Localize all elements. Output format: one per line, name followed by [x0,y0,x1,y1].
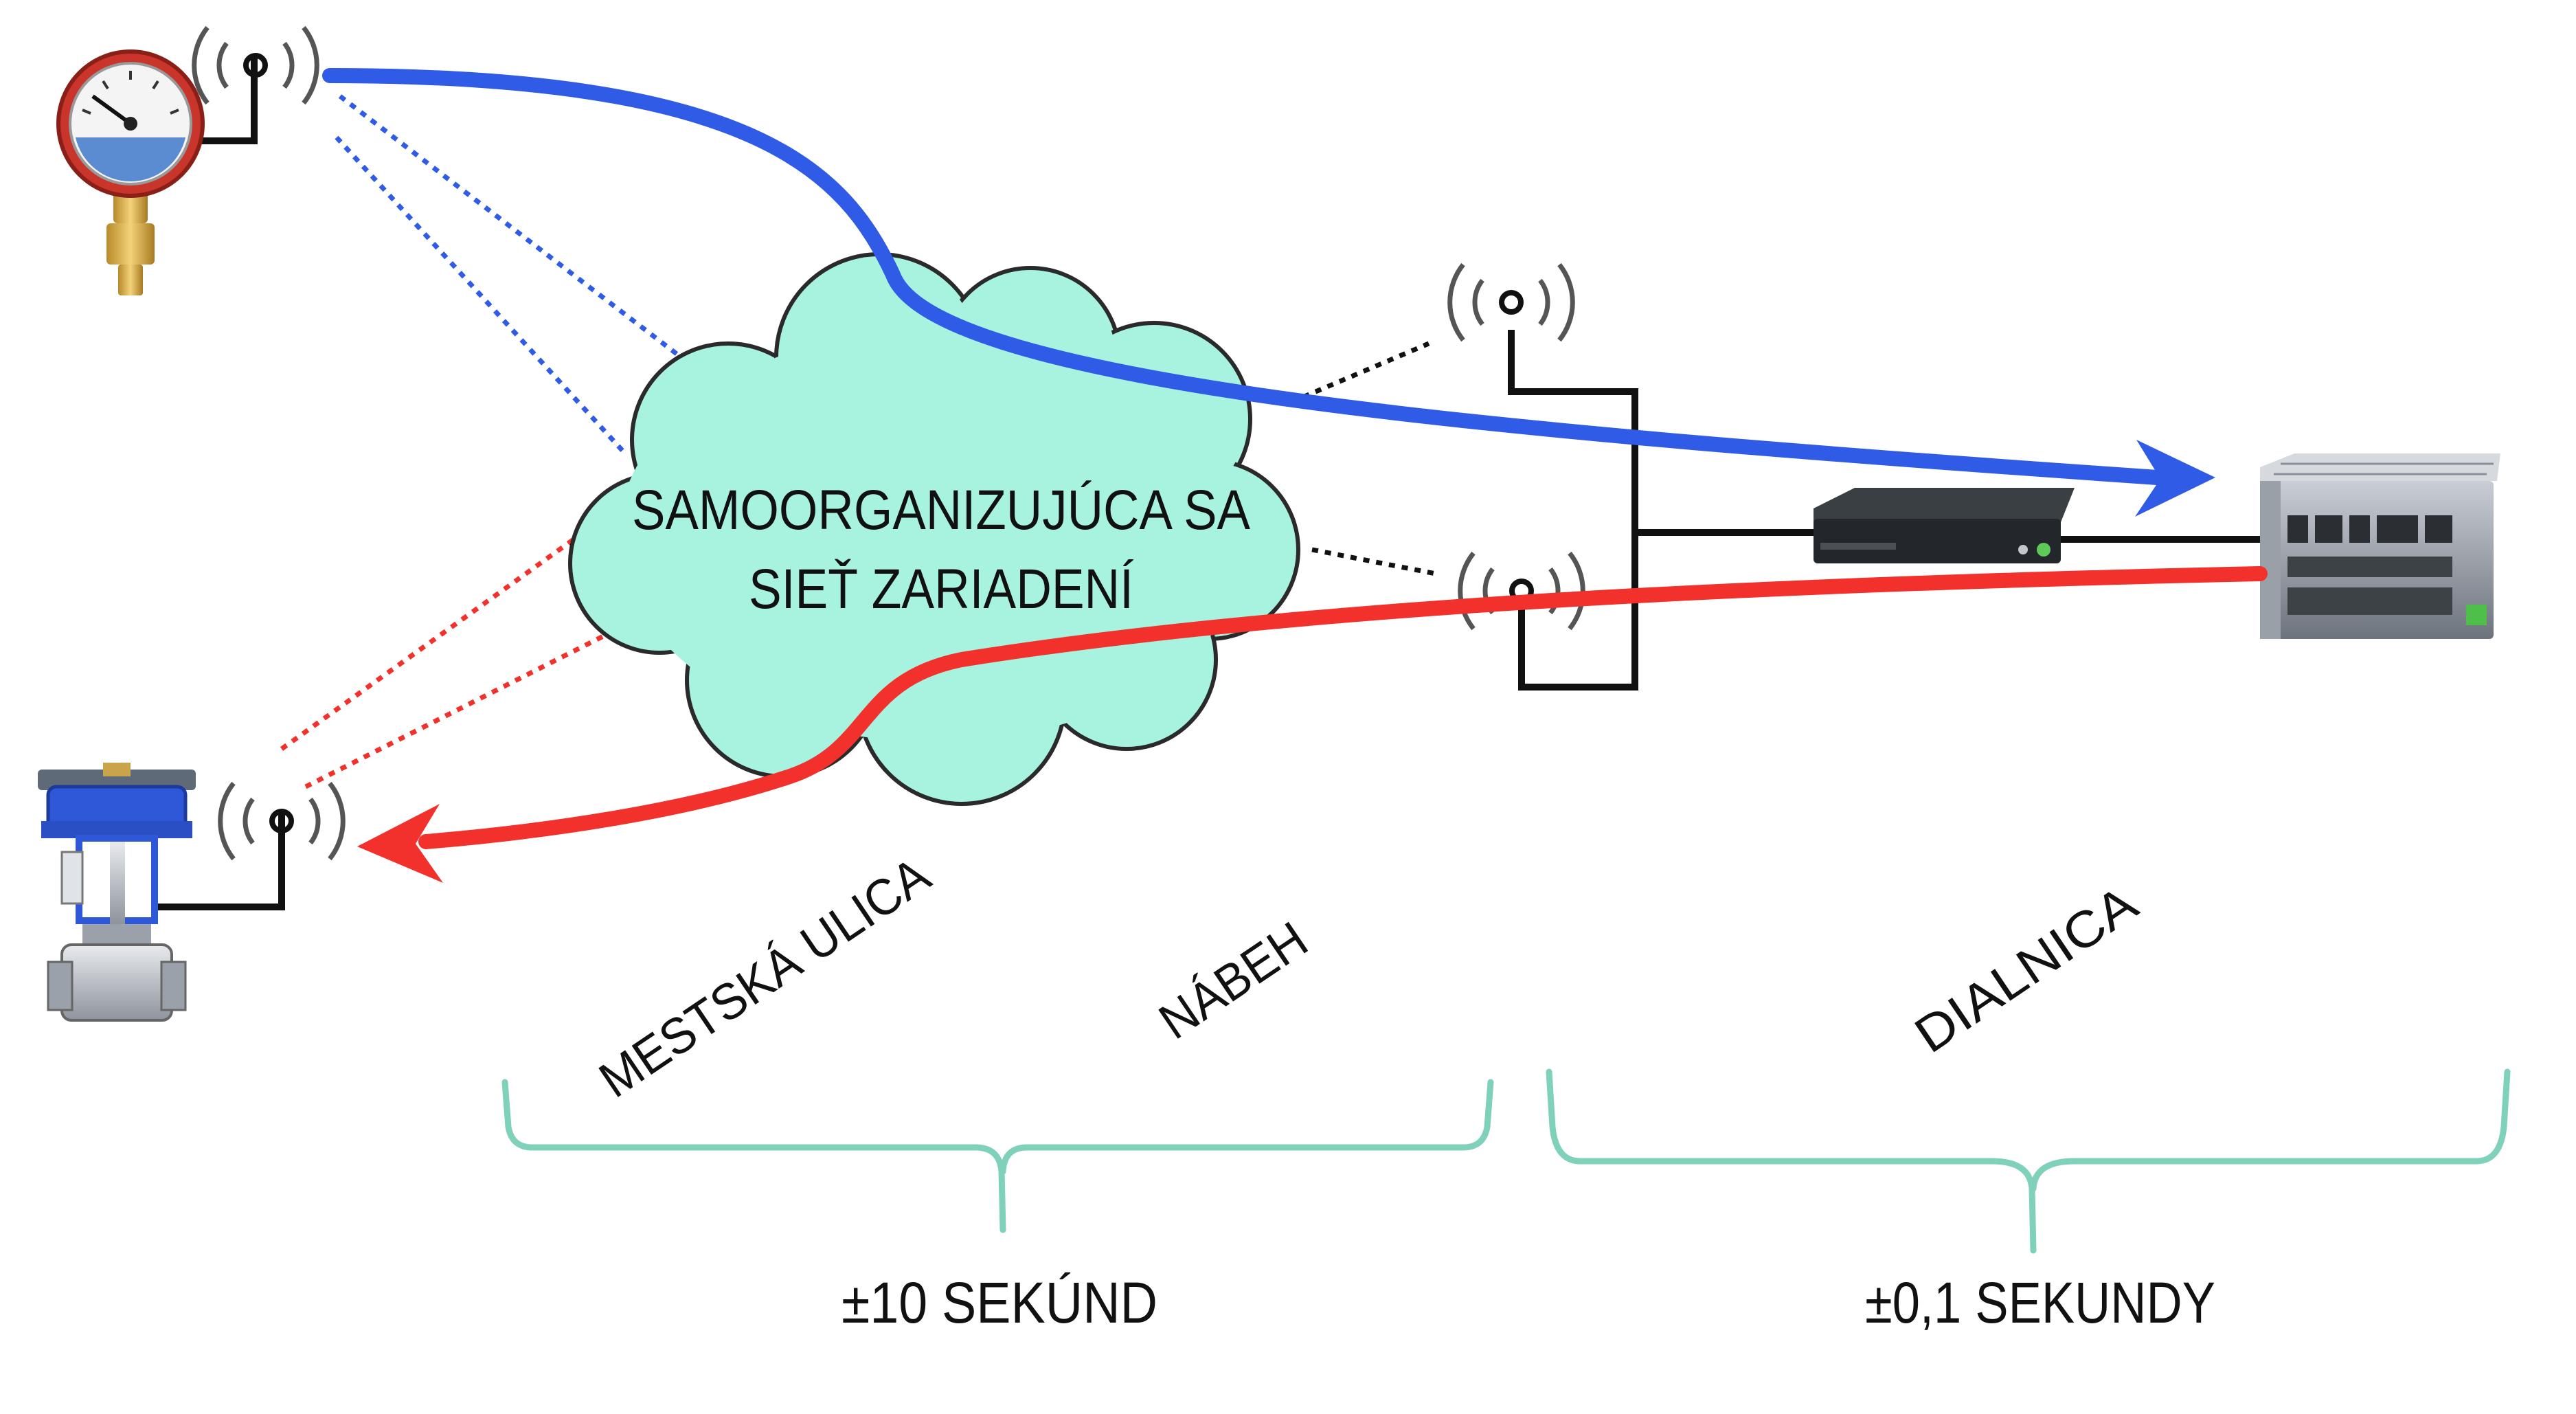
timing-brace-right [1546,1068,2511,1254]
gateway-link-2 [1311,547,1436,576]
timing-brace-left [501,1079,1494,1233]
sensor-link-2 [335,135,627,456]
mesh-cloud: SAMOORGANIZUJÚCA SA SIEŤ ZARIADENÍ [568,252,1300,806]
sensor-link-1 [338,94,679,356]
zone-label-ramp: NÁBEH [1149,910,1318,1050]
timing-label-right: ±0,1 SEKUNDY [1865,1270,2215,1335]
actuator-command-flow [357,566,2268,883]
arrow-head-icon [2135,440,2215,517]
zone-label-city-street: MESTSKÁ ULICA [589,846,940,1108]
actuator-link-2 [304,633,606,789]
gateway-link-1 [1290,341,1430,405]
timing-label-left: ±10 SEKÚND [841,1270,1157,1335]
wireless-antenna-icon [218,781,346,861]
wireless-antenna-icon [1447,262,1575,342]
wireless-links [280,94,1436,789]
actuator-link-1 [280,520,600,751]
wireless-antenna-icon [192,25,319,105]
arrow-head-icon [357,804,443,883]
pressure-gauge-icon [56,49,205,295]
cloud-label-line1: SAMOORGANIZUJÚCA SA [632,479,1250,541]
network-switch-icon [1814,488,2075,563]
control-valve-icon [38,763,196,1022]
cloud-label-line2: SIEŤ ZARIADENÍ [749,558,1133,620]
zone-label-highway: DIALNICA [1905,874,2148,1064]
sensor-data-flow [322,68,2215,517]
industrial-pc-icon [2260,453,2500,639]
